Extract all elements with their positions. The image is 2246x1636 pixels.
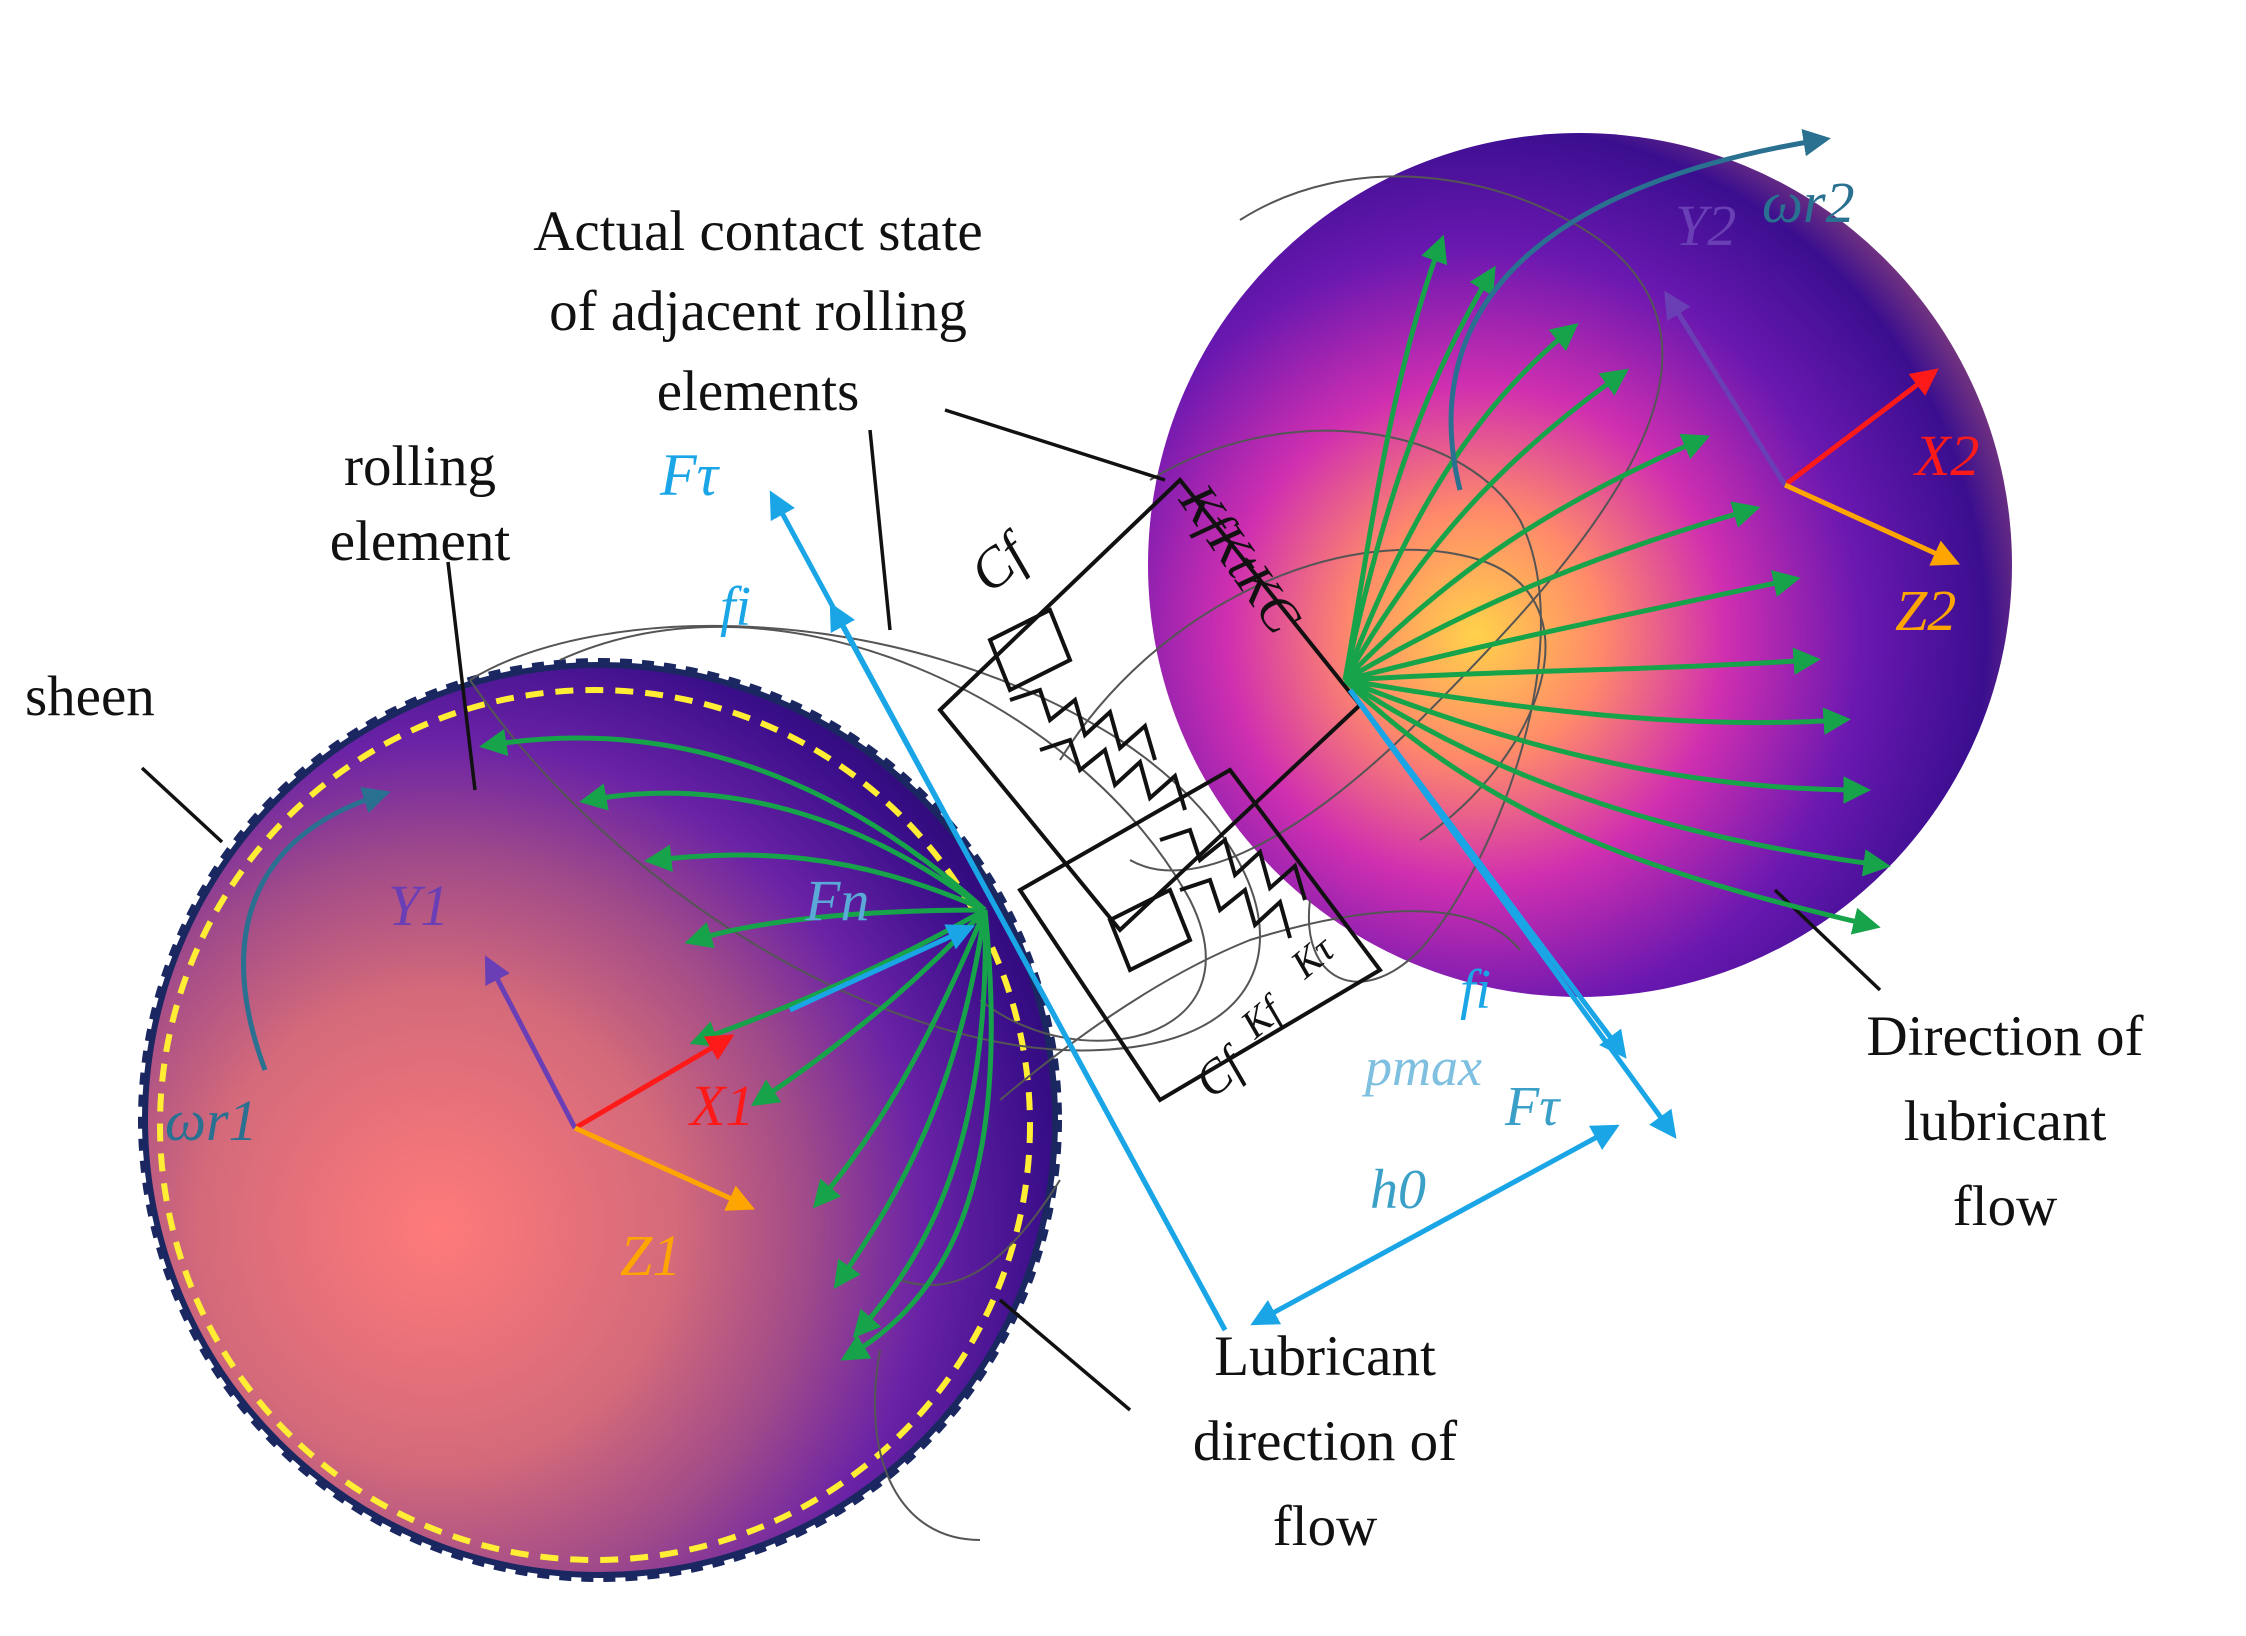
sym-x1: X1 <box>688 1073 754 1138</box>
leader-lubricant-direction <box>998 1298 1132 1412</box>
axes-right <box>1448 129 1961 566</box>
leader-actual-contact-left <box>868 429 892 631</box>
green-arrow-r5 <box>1343 433 1711 682</box>
left-rolling-element <box>138 658 1062 1582</box>
sym-omega-r2: ωr2 <box>1762 170 1855 235</box>
green-arrow-l4 <box>684 907 986 949</box>
axis-z2 <box>1783 482 1961 566</box>
axis-x2 <box>1783 368 1939 487</box>
axis-z1 <box>573 1125 756 1211</box>
sym-f-i-top: fi <box>720 576 751 638</box>
omega-r1-arrow <box>241 786 391 1071</box>
contact-outlines <box>469 175 1664 1541</box>
contact-outline-3 <box>1129 175 1664 872</box>
leader-actual-contact-right <box>944 408 1166 482</box>
green-arrow-l2 <box>579 783 987 912</box>
sym-x2: X2 <box>1913 423 1979 488</box>
green-arrow-l5 <box>689 907 987 1048</box>
sheen-dashed-boundary <box>138 658 1062 1582</box>
label-actual-line3: elements <box>657 360 860 423</box>
axis-x1 <box>573 1034 735 1131</box>
axis-y1 <box>484 955 578 1130</box>
label-actual-line1: Actual contact state <box>533 200 982 263</box>
arrow-f-tau-bottom <box>1347 688 1677 1139</box>
green-arrow-r3 <box>1342 323 1579 681</box>
arrow-h0 <box>1250 1124 1620 1326</box>
sym-cf-bottom: Cf <box>1185 1035 1258 1108</box>
green-arrow-l8 <box>833 909 988 1290</box>
label-rolling-line2: element <box>330 510 511 573</box>
contact-outline-1 <box>469 625 1261 1052</box>
contact-outline-8 <box>899 1179 1061 1286</box>
spring-coil-3 <box>1159 827 1307 901</box>
green-arrow-r8 <box>1344 647 1821 683</box>
green-arrow-r10 <box>1344 677 1871 804</box>
spring-frame-lower <box>1017 767 1383 1103</box>
green-arrow-l7 <box>812 909 988 1209</box>
spring-coil-4 <box>1179 877 1292 939</box>
omega-r2-arrow <box>1448 129 1831 491</box>
green-arrow-r1 <box>1342 234 1448 681</box>
sym-y1: Y1 <box>388 873 449 938</box>
contact-outline-6 <box>999 910 1521 1101</box>
green-arrow-r9 <box>1344 677 1851 735</box>
green-arrow-l9 <box>852 909 988 1339</box>
label-actual-line2: of adjacent rolling <box>549 280 967 343</box>
leader-sheen <box>140 766 224 844</box>
sym-h0: h0 <box>1370 1159 1426 1221</box>
sym-f-i-bottom: fi <box>1460 959 1491 1021</box>
sym-f-tau-bottom: Fτ <box>1504 1076 1561 1138</box>
blue-force-arrows <box>769 490 1677 1332</box>
contact-outline-2 <box>559 626 1207 1042</box>
callout-labels: sheen rolling element Actual contact sta… <box>25 200 2144 1558</box>
right-flow-arrows <box>1342 234 1891 935</box>
label-direction-line2: lubricant <box>1904 1090 2107 1153</box>
axes-left <box>241 786 756 1211</box>
arrow-f-n <box>788 924 976 1013</box>
label-sheen: sheen <box>25 665 155 728</box>
sym-cf-top: Cf <box>959 519 1045 605</box>
rolling-element-dashed-boundary <box>157 687 1033 1563</box>
label-lubricant-line1: Lubricant <box>1214 1325 1436 1388</box>
sym-f-n: Fn <box>804 868 869 933</box>
label-direction-line1: Direction of <box>1867 1005 2144 1068</box>
label-rolling-line1: rolling <box>344 435 496 498</box>
green-arrow-r2 <box>1342 265 1496 681</box>
green-arrow-r6 <box>1343 501 1761 683</box>
symbol-labels: Fτ fi Fn fi Fτ h0 pmax ωr1 ωr2 X1 Y1 Z1 … <box>165 170 1979 1288</box>
green-arrow-r12 <box>1343 678 1881 935</box>
axis-y2 <box>1664 290 1788 487</box>
sym-z1: Z1 <box>620 1223 681 1288</box>
green-arrow-r4 <box>1342 368 1629 682</box>
spring-coil-2 <box>1039 737 1187 811</box>
green-arrow-l3 <box>644 844 987 913</box>
green-arrow-r11 <box>1343 677 1891 877</box>
left-flow-arrows <box>479 728 994 1361</box>
contact-outline-7 <box>873 1349 981 1541</box>
label-lubricant-line2: direction of <box>1193 1410 1457 1473</box>
label-direction-line3: flow <box>1953 1175 2057 1238</box>
sym-y2: Y2 <box>1675 193 1736 258</box>
damper-lower <box>1107 887 1193 973</box>
sym-z2: Z2 <box>1895 578 1956 643</box>
damper-upper <box>987 607 1073 693</box>
label-lubricant-line3: flow <box>1273 1495 1377 1558</box>
leader-rolling-element <box>446 561 477 791</box>
green-arrow-l10 <box>840 909 994 1361</box>
spring-coil-1 <box>1009 687 1157 761</box>
sym-f-tau-top: Fτ <box>659 442 721 508</box>
sym-omega-r1: ωr1 <box>165 1088 258 1153</box>
leader-lines <box>140 408 1882 1412</box>
green-arrow-l1 <box>479 728 987 912</box>
sym-pmax: pmax <box>1361 1037 1482 1097</box>
arrow-f-i-top <box>829 602 1228 1332</box>
green-arrow-r7 <box>1344 570 1801 683</box>
left-sphere-body <box>148 668 1052 1572</box>
